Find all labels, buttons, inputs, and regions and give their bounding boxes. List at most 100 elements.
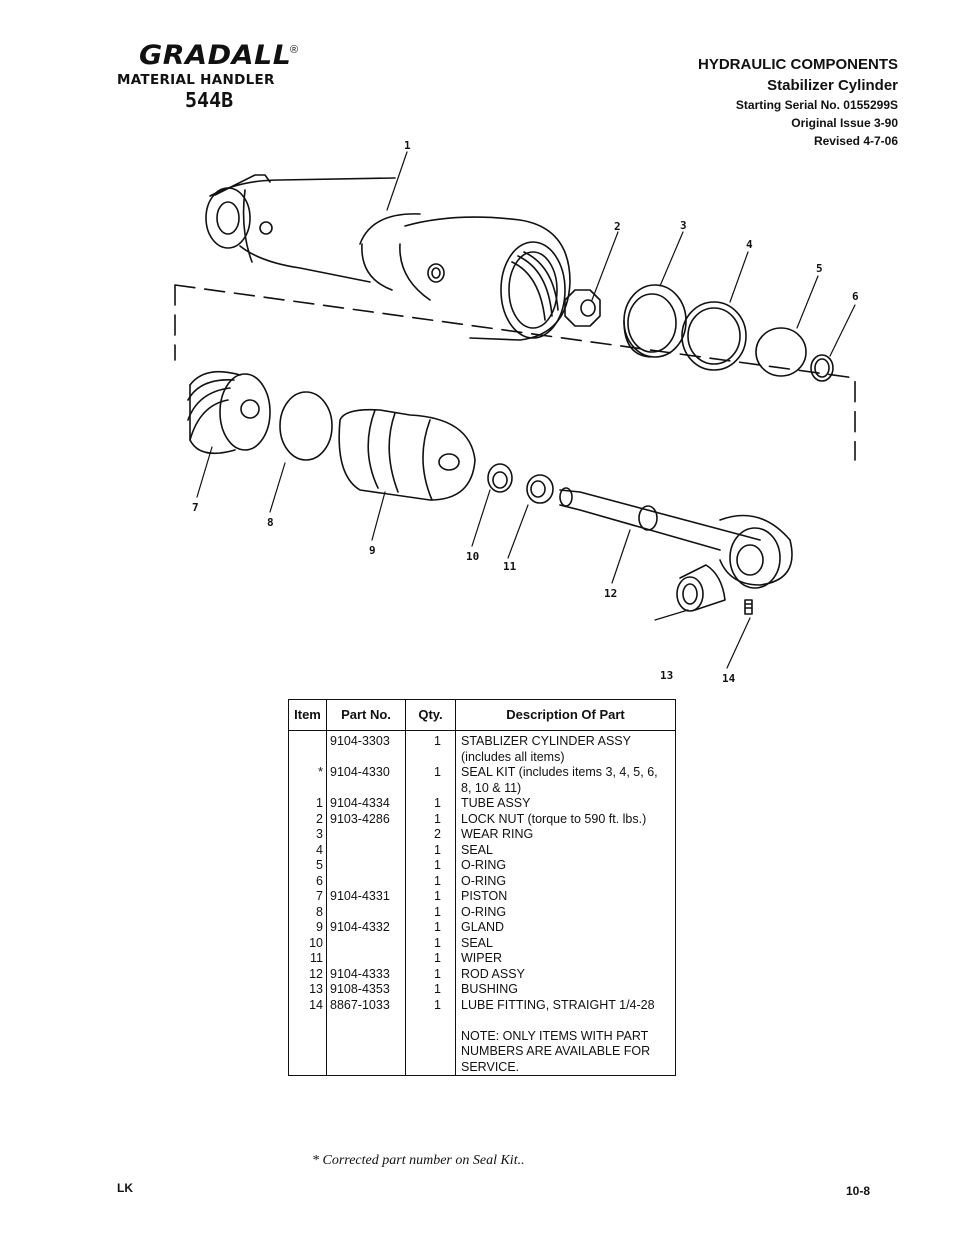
table-cell-item: 1 <box>316 796 323 810</box>
o-ring-8-drawing <box>279 391 333 461</box>
wear-ring-drawing <box>623 284 687 358</box>
lock-nut-drawing <box>564 289 601 327</box>
column-header-part-no: Part No. <box>326 699 406 731</box>
table-cell-item: 10 <box>309 935 323 950</box>
table-cell-item: 5 <box>316 858 323 872</box>
callout-12: 12 <box>604 587 617 600</box>
callout-4: 4 <box>746 238 753 251</box>
page-number: 10-8 <box>845 1184 870 1198</box>
seal-10-drawing <box>487 463 513 493</box>
table-cell-part-no <box>330 936 402 952</box>
table-cell-item: 14 <box>309 997 323 1012</box>
logo-model: 544B <box>185 88 234 112</box>
bushing-drawing <box>676 564 726 612</box>
table-cell-part-no <box>330 827 402 843</box>
table-cell-item: 7 <box>316 889 323 903</box>
logo-brand: GRADALL <box>139 40 292 71</box>
table-cell-part-no <box>330 781 402 797</box>
table-cell-item: * <box>318 765 323 779</box>
table-cell-part-no: 9104-4333 <box>330 966 390 981</box>
callout-8: 8 <box>267 516 274 529</box>
revised-date: Revised 4-7-06 <box>813 134 898 148</box>
table-cell-description: O-RING <box>461 858 507 872</box>
table-cell-qty: 1 <box>434 997 441 1012</box>
table-cell-item <box>292 734 323 750</box>
section-title: HYDRAULIC COMPONENTS <box>697 56 898 73</box>
table-cell-qty: 1 <box>434 734 441 748</box>
callout-5: 5 <box>816 262 823 275</box>
callout-11: 11 <box>503 560 517 573</box>
table-cell-description: TUBE ASSY <box>461 796 531 810</box>
table-cell-qty: 1 <box>434 920 441 934</box>
o-ring-5-drawing <box>755 327 807 377</box>
table-cell-part-no <box>330 750 402 766</box>
table-cell-description: LUBE FITTING, STRAIGHT 1/4-28 <box>461 997 655 1012</box>
footer-initials: LK <box>117 1181 133 1195</box>
callout-10: 10 <box>466 550 479 563</box>
table-cell-item: 13 <box>309 982 323 996</box>
table-cell-description: SEAL <box>461 935 493 950</box>
table-cell-description: 8, 10 & 11) <box>461 780 522 795</box>
table-note-line: NOTE: ONLY ITEMS WITH PART <box>461 1028 649 1043</box>
table-cell-qty: 1 <box>434 765 441 779</box>
table-cell-part-no: 9104-4330 <box>330 765 390 779</box>
rod-assy-drawing <box>559 487 793 589</box>
logo-registered-mark: ® <box>290 44 299 56</box>
table-cell-part-no: 9104-4334 <box>330 796 390 810</box>
table-cell-qty: 1 <box>434 858 441 872</box>
table-cell-description: WEAR RING <box>461 827 534 841</box>
table-cell-item: 9 <box>316 920 323 934</box>
table-cell-description: (includes all items) <box>461 749 565 764</box>
table-cell-qty: 2 <box>434 827 441 841</box>
table-cell-description: SEAL KIT (includes items 3, 4, 5, 6, <box>461 765 658 779</box>
gland-drawing <box>338 408 476 501</box>
table-cell-item: 11 <box>310 951 323 965</box>
table-cell-qty: 1 <box>434 951 441 965</box>
table-cell-part-no <box>330 874 402 890</box>
table-cell-item: 8 <box>316 904 323 919</box>
table-cell-part-no: 9104-4332 <box>330 920 390 934</box>
table-cell-description: SEAL <box>461 842 493 857</box>
table-cell-qty <box>409 781 441 797</box>
table-cell-qty: 1 <box>434 904 441 919</box>
table-cell-item <box>292 781 323 797</box>
table-cell-qty: 1 <box>434 796 441 810</box>
table-spacer <box>461 1013 672 1029</box>
table-cell-description: O-RING <box>461 904 507 919</box>
table-cell-qty: 1 <box>434 889 441 903</box>
page-title: Stabilizer Cylinder <box>767 77 898 94</box>
seal-drawing <box>681 301 747 371</box>
table-note-line: NUMBERS ARE AVAILABLE FOR <box>461 1044 651 1058</box>
table-cell-qty: 1 <box>434 935 441 950</box>
table-cell-item: 4 <box>316 842 323 857</box>
table-cell-part-no <box>330 843 402 859</box>
table-cell-qty: 1 <box>434 982 441 996</box>
table-cell-qty: 1 <box>434 873 441 888</box>
o-ring-6-drawing <box>810 354 834 382</box>
table-cell-part-no <box>330 905 402 921</box>
callout-1: 1 <box>404 139 411 152</box>
table-cell-description: BUSHING <box>461 982 518 996</box>
table-cell-description: O-RING <box>461 873 507 888</box>
table-cell-item: 12 <box>309 966 323 981</box>
table-cell-item: 2 <box>316 811 323 826</box>
table-cell-part-no: 9108-4353 <box>330 982 390 996</box>
tube-assy-drawing <box>205 174 571 341</box>
table-cell-description: STABLIZER CYLINDER ASSY <box>461 734 631 748</box>
exploded-parts-diagram: 1 2 3 4 5 6 7 8 9 10 11 12 13 14 <box>174 139 859 685</box>
table-cell-description: LOCK NUT (torque to 590 ft. lbs.) <box>461 811 647 826</box>
table-cell-item: 6 <box>316 873 323 888</box>
callout-7: 7 <box>192 501 199 514</box>
callout-3: 3 <box>680 219 687 232</box>
callout-13: 13 <box>660 669 673 682</box>
table-cell-description: WIPER <box>461 951 502 965</box>
callout-6: 6 <box>852 290 859 303</box>
table-cell-part-no: 8867-1033 <box>330 997 390 1012</box>
table-cell-part-no: 9103-4286 <box>330 811 390 826</box>
original-issue: Original Issue 3-90 <box>791 116 898 130</box>
serial-number: Starting Serial No. 0155299S <box>735 98 898 112</box>
